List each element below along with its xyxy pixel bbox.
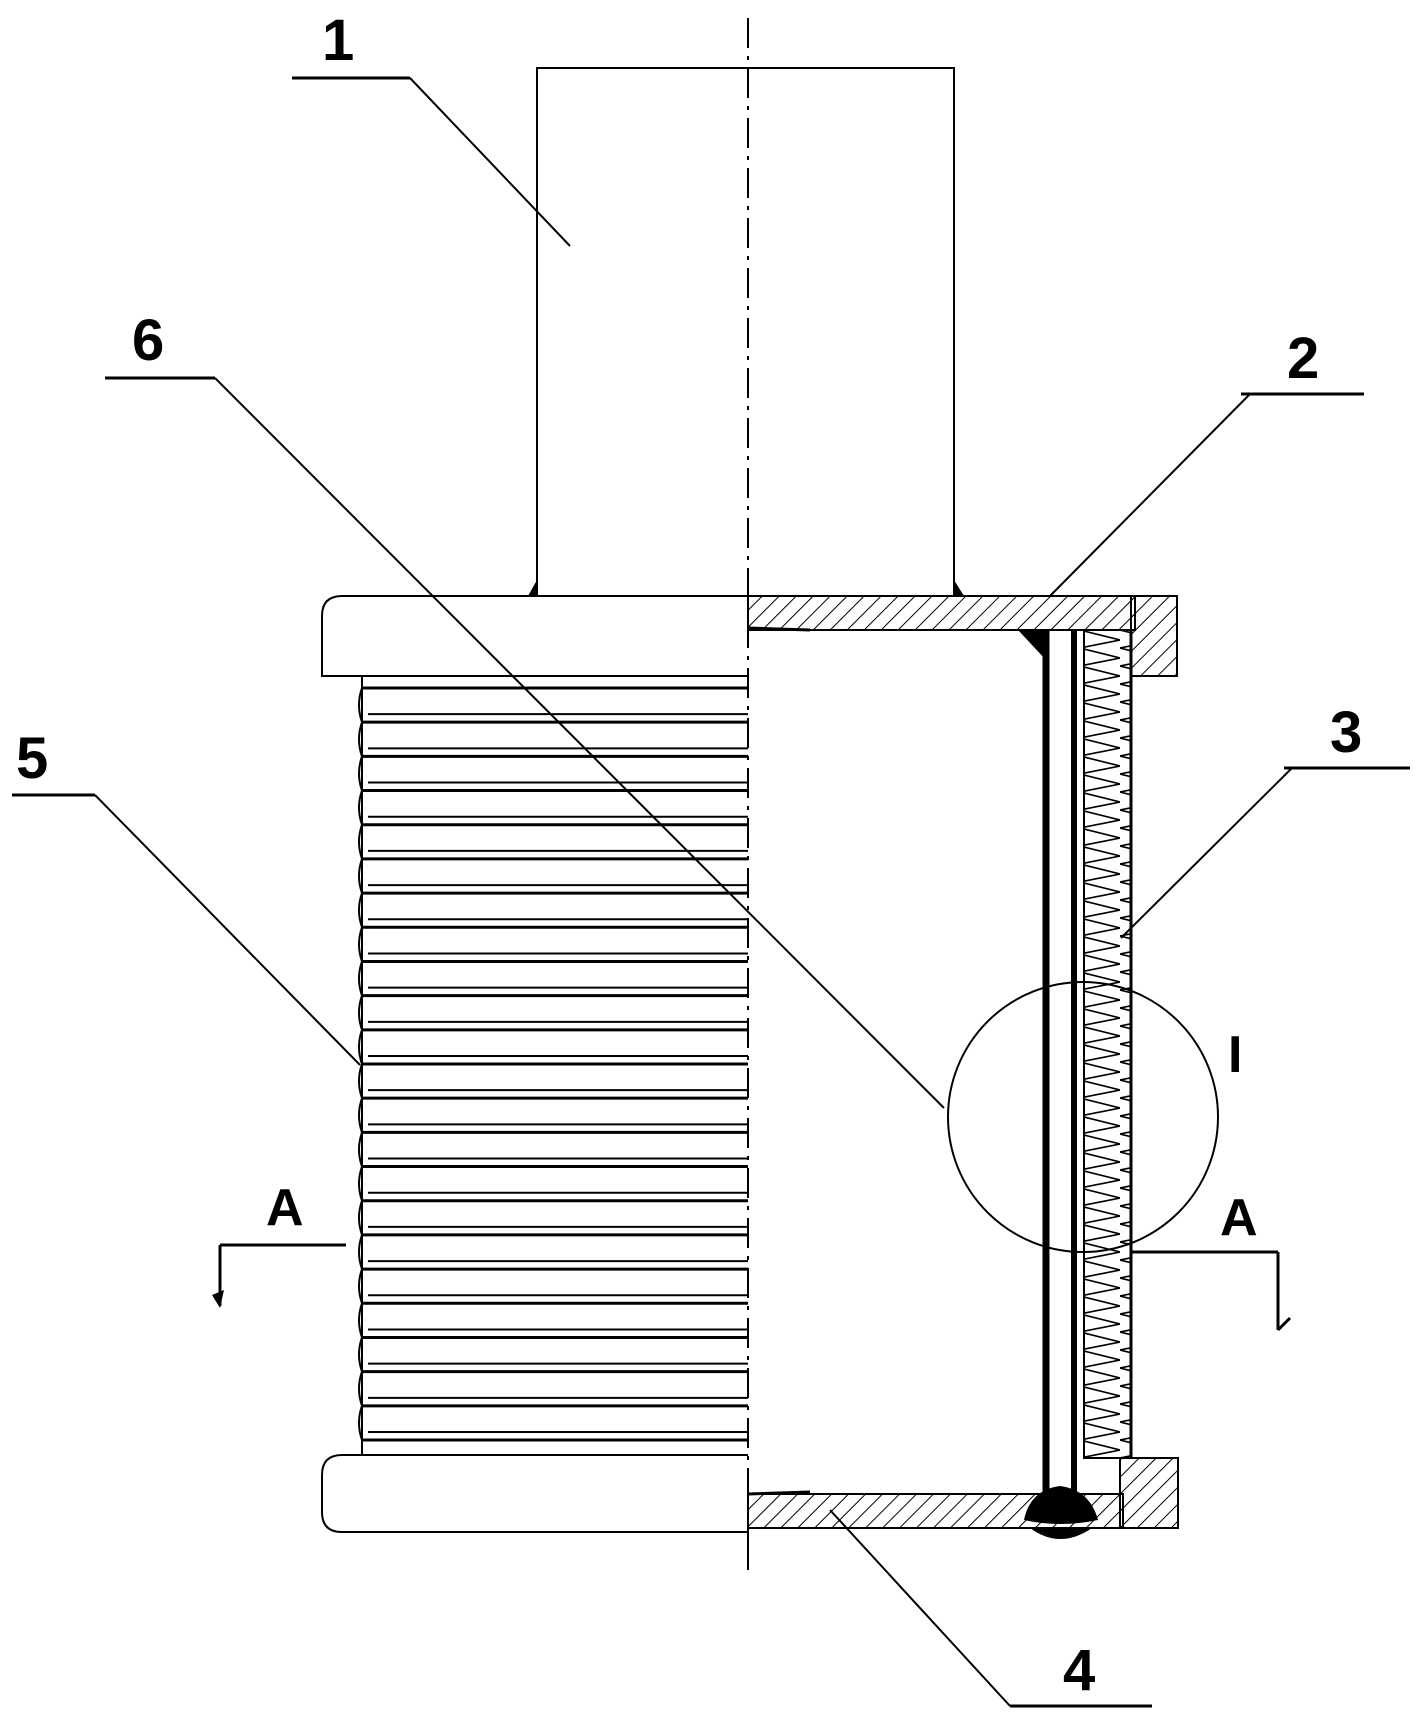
wire-coil-edge	[358, 824, 363, 860]
wire-coil-edge	[358, 721, 363, 757]
part-label-1: 1	[322, 8, 354, 73]
wire-coil-edge	[358, 1029, 363, 1065]
wire-coil-edge	[358, 687, 363, 723]
section-cut-left	[212, 1243, 346, 1308]
wire-coil-edge	[358, 858, 363, 894]
wire-coil-edge	[358, 1268, 363, 1304]
wire-coil-edge	[358, 1405, 363, 1441]
wire-coil-edge	[358, 1337, 363, 1372]
wire-coil-edge	[358, 995, 363, 1031]
wire-coil-edge	[358, 1132, 363, 1167]
top-flange	[321, 595, 1178, 677]
wire-coils	[358, 686, 748, 1442]
part-label-6: 6	[132, 308, 164, 373]
detail-label: I	[1228, 1026, 1242, 1084]
leader-lines	[12, 76, 1410, 1708]
screen-wall-section	[1018, 629, 1133, 1539]
section-label-left: A	[266, 1179, 304, 1237]
part-label-5: 5	[16, 726, 48, 791]
wire-coil-edge	[358, 961, 363, 996]
wire-coil-edge	[358, 756, 363, 791]
wire-coil-edge	[358, 1371, 363, 1407]
wire-coil-edge	[358, 790, 363, 826]
part-label-2: 2	[1287, 326, 1319, 391]
wire-coil-edge	[358, 892, 363, 928]
wire-coil-edge	[358, 1302, 363, 1338]
wire-coil-edge	[358, 1200, 363, 1236]
wire-coil-edge	[358, 1063, 363, 1099]
wire-screen	[358, 676, 748, 1455]
section-cut-right	[1130, 1250, 1292, 1332]
part-label-3: 3	[1330, 700, 1362, 765]
top-pipe	[528, 67, 964, 597]
section-label-right: A	[1220, 1189, 1258, 1247]
wire-coil-edge	[358, 1097, 363, 1133]
wire-coil-edge	[358, 1166, 363, 1202]
detail-circle	[947, 981, 1219, 1253]
wire-coil-edge	[358, 1234, 363, 1270]
part-label-4: 4	[1063, 1638, 1095, 1703]
wire-coil-edge	[358, 926, 363, 962]
